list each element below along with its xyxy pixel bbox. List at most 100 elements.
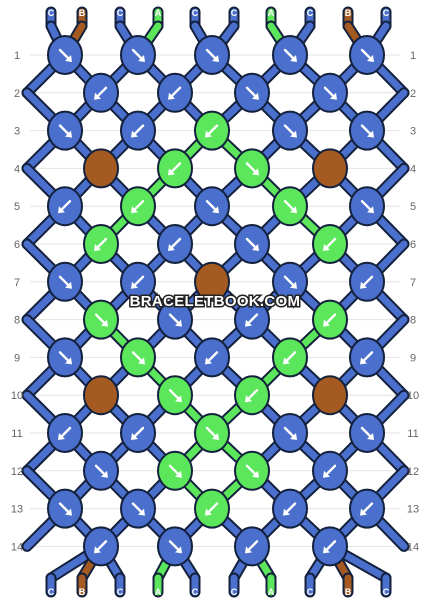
- row-number-right: 10: [407, 390, 419, 402]
- row-number-right: 5: [410, 201, 416, 213]
- arrow-down-right-icon: [131, 351, 145, 365]
- arrow-head: [138, 357, 145, 365]
- arrow-down-left-icon: [245, 313, 259, 327]
- arrow-down-right-icon: [360, 199, 374, 214]
- arrow-head: [290, 281, 297, 289]
- arrow-head: [58, 433, 65, 440]
- arrow-head: [212, 206, 219, 214]
- arrow-down-right-icon: [283, 124, 297, 138]
- arrow-down-left-icon: [131, 124, 145, 138]
- knot: [312, 299, 348, 340]
- arrow-head: [168, 168, 175, 176]
- knot: [47, 413, 83, 453]
- arrow-down-right-icon: [205, 48, 219, 62]
- knot: [194, 488, 230, 529]
- arrow-head: [245, 546, 252, 554]
- arrow-head: [252, 470, 259, 478]
- strand-label-top: B: [345, 8, 352, 18]
- knot: [234, 526, 270, 567]
- arrow-head: [65, 130, 72, 138]
- arrow-head: [205, 130, 212, 138]
- knot: [157, 375, 193, 416]
- arrow-down-right-icon: [58, 48, 72, 62]
- knot: [83, 224, 119, 264]
- arrow-head: [367, 433, 374, 440]
- row-number-right: 8: [410, 315, 416, 327]
- arrow-head: [168, 92, 175, 100]
- knot: [157, 450, 193, 491]
- arrow-head: [367, 55, 374, 62]
- arrow-down-left-icon: [283, 502, 297, 516]
- arrow-down-left-icon: [94, 540, 108, 554]
- row-number-left: 2: [14, 88, 20, 100]
- arrow-head: [94, 92, 101, 100]
- knot: [349, 35, 385, 75]
- arrow-down-right-icon: [245, 237, 259, 251]
- knot: [194, 337, 230, 378]
- row-number-left: 8: [14, 315, 20, 327]
- arrow-down-right-icon: [131, 502, 145, 516]
- knot-grid: [47, 35, 385, 567]
- knot: [194, 110, 230, 151]
- knot: [157, 72, 193, 113]
- arrow-head: [360, 508, 367, 516]
- row-number-right: 6: [410, 239, 416, 251]
- row-number-left: 11: [11, 428, 22, 440]
- arrow-down-left-icon: [323, 464, 337, 478]
- arrow-down-left-icon: [323, 313, 337, 327]
- row-number-right: 4: [410, 163, 416, 175]
- arrow-down-right-icon: [283, 199, 297, 214]
- arrow-head: [168, 244, 175, 251]
- arrow-head: [367, 206, 374, 214]
- arrow-down-right-icon: [205, 426, 219, 440]
- knot: [272, 413, 308, 453]
- arrow-head: [245, 319, 252, 327]
- strand-label-top: C: [192, 8, 199, 18]
- arrow-down-right-icon: [58, 502, 72, 516]
- arrow-head: [290, 55, 297, 62]
- row-number-right: 1: [410, 50, 416, 62]
- arrow-head: [360, 357, 367, 365]
- arrow-down-right-icon: [360, 48, 374, 62]
- arrow-head: [205, 508, 212, 516]
- arrow-down-left-icon: [205, 502, 219, 516]
- row-number-right: 13: [407, 504, 419, 516]
- arrow-head: [138, 508, 145, 516]
- arrow-down-right-icon: [131, 48, 145, 62]
- knot: [157, 224, 193, 264]
- knot-body: [312, 375, 348, 416]
- arrow-down-left-icon: [245, 389, 259, 403]
- knot: [312, 72, 348, 113]
- row-number-right: 12: [407, 466, 419, 478]
- strand-label-bottom: A: [268, 587, 275, 597]
- knot: [83, 148, 119, 189]
- strand-label-bottom: C: [231, 587, 238, 597]
- knot: [272, 488, 308, 529]
- arrow-down-right-icon: [283, 275, 297, 289]
- row-number-right: 2: [410, 88, 416, 100]
- arrow-down-left-icon: [205, 351, 219, 365]
- arrow-head: [283, 357, 290, 365]
- arrow-head: [65, 281, 72, 289]
- arrow-down-left-icon: [323, 237, 337, 251]
- knot: [157, 526, 193, 567]
- knot: [47, 488, 83, 529]
- knot: [47, 337, 83, 378]
- arrow-head: [175, 470, 182, 478]
- strand-label-top: C: [117, 8, 124, 18]
- arrow-down-left-icon: [131, 199, 145, 214]
- strand-label-bottom: C: [48, 587, 55, 597]
- knot: [120, 110, 156, 151]
- row-number-left: 3: [14, 126, 20, 138]
- arrow-down-right-icon: [245, 464, 259, 478]
- row-number-left: 5: [14, 201, 20, 213]
- knot: [234, 148, 270, 189]
- strand-label-bottom: C: [117, 587, 124, 597]
- arrow-down-right-icon: [168, 313, 182, 327]
- row-number-right: 3: [410, 126, 416, 138]
- knot: [83, 375, 119, 416]
- arrow-head: [65, 508, 72, 516]
- arrow-head: [175, 395, 182, 403]
- strand-label-top: C: [383, 8, 390, 18]
- arrow-down-left-icon: [360, 351, 374, 365]
